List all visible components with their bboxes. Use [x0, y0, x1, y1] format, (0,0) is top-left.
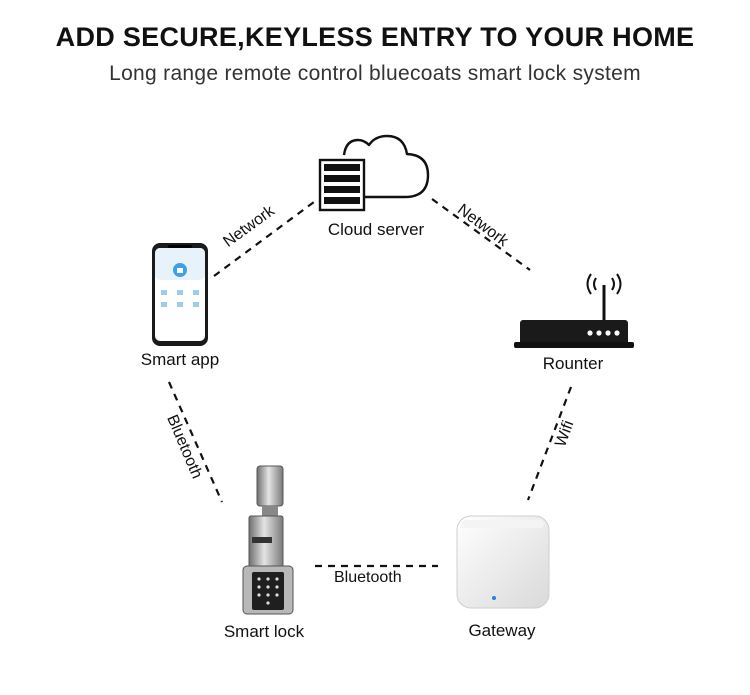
router-icon: [514, 273, 634, 348]
cloud-server-label: Cloud server: [327, 220, 425, 239]
gateway-icon: [456, 515, 550, 609]
smart-app-label: Smart app: [140, 350, 220, 369]
connector-app-cloud: [213, 198, 319, 277]
router-label: Rounter: [542, 354, 604, 373]
page-subtitle: Long range remote control bluecoats smar…: [109, 62, 641, 85]
cloud-server-icon: [318, 134, 430, 212]
page-title: ADD SECURE,KEYLESS ENTRY TO YOUR HOME: [55, 22, 695, 52]
smart-lock-label: Smart lock: [223, 622, 305, 641]
bluetooth-label-lock-gateway: Bluetooth: [334, 569, 402, 586]
smartphone-icon: [152, 243, 208, 346]
gateway-label: Gateway: [468, 621, 536, 640]
connector-app-lock: [167, 381, 224, 503]
smart-lock-icon: [242, 465, 294, 615]
